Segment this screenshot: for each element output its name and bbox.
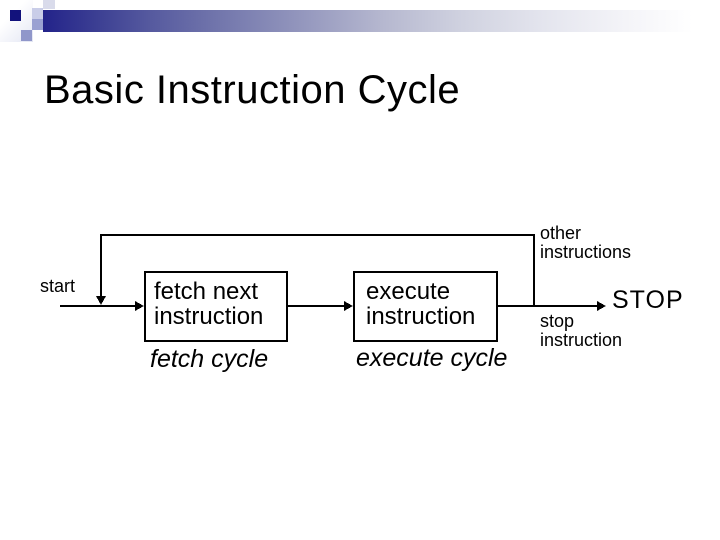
feedback-loop-line [100,234,535,306]
start-arrowhead [135,301,144,311]
fetch-box-line2: instruction [154,303,264,330]
decorative-square-medium [32,19,43,30]
execute-box-line2: instruction [366,303,476,330]
decorative-square-light [32,8,43,19]
execute-cycle-label: execute cycle [356,344,508,372]
decorative-square-pale [43,0,55,9]
stop-terminal-label: STOP [612,286,684,314]
stop-instruction-line1: stop [540,311,575,331]
slide-title: Basic Instruction Cycle [44,68,461,112]
other-instructions-line1: other [540,223,582,243]
execute-instruction-box: execute instruction [353,271,498,342]
start-label: start [40,276,76,296]
fetch-to-execute-arrowhead [344,301,353,311]
execute-box-line1: execute [366,278,451,305]
header-decoration [0,0,720,50]
other-instructions-label: other instructions [540,224,631,262]
fetch-box-line1: fetch next [154,278,259,305]
feedback-arrowhead [96,296,106,305]
fetch-next-instruction-box: fetch next instruction [144,271,288,342]
decorative-square-navy [10,10,21,21]
stop-instruction-label: stop instruction [540,312,622,350]
execute-to-stop-arrowhead [597,301,606,311]
decorative-square-muted [21,30,32,41]
fetch-cycle-label: fetch cycle [150,345,269,373]
header-gradient-bar [43,10,720,32]
other-instructions-line2: instructions [540,242,632,262]
stop-instruction-line2: instruction [540,330,623,350]
